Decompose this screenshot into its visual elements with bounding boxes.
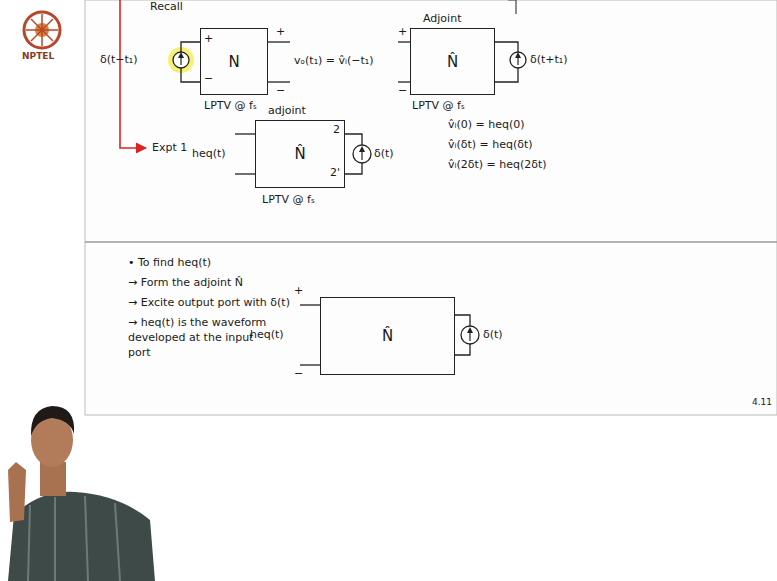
experiment-label: Expt 1: [152, 141, 187, 156]
port-polarity: +: [276, 25, 285, 40]
circuit-class: LPTV @ fₛ: [412, 99, 465, 114]
source-value: δ(t): [374, 147, 394, 162]
source-value: δ(t−t₁): [100, 53, 138, 68]
source-value: δ(t): [483, 328, 503, 343]
port-number: 2: [333, 123, 340, 138]
recall-note: Recall: [150, 0, 183, 15]
bullet-note: • To find heq(t): [128, 256, 211, 271]
port-polarity: +: [294, 284, 303, 299]
network-box: AdjointN̂: [410, 28, 495, 95]
note-page: [85, 0, 777, 415]
equation: v̂ᵢ(0) = heq(0): [448, 118, 525, 133]
recall-arrow: [120, 0, 146, 148]
bullet-note: → heq(t) is the waveform developed at th…: [128, 316, 268, 361]
box-heading: adjoint: [268, 104, 306, 117]
logo-text: NPTEL: [22, 50, 54, 62]
circuit-class: LPTV @ fₛ: [262, 193, 315, 208]
network-name: N̂: [321, 298, 454, 374]
port-signal: heq(t): [192, 147, 226, 162]
network-box: N̂: [320, 297, 455, 375]
bracket: [508, 0, 516, 14]
equation: v̂ᵢ(2δt) = heq(2δt): [448, 158, 547, 173]
lecturer-photo: [8, 406, 155, 581]
box-heading: Adjoint: [423, 12, 461, 25]
port-signal: heq(t): [250, 328, 284, 343]
port-number: 2': [330, 166, 340, 181]
source-value: δ(t+t₁): [530, 53, 568, 68]
bullet-note: → Excite output port with δ(t): [128, 296, 290, 311]
port-polarity: +: [398, 25, 407, 40]
separator-line: [85, 241, 777, 242]
equation: v̂ᵢ(δt) = heq(δt): [448, 138, 533, 153]
nptel-logo: [24, 12, 60, 48]
port-polarity: −: [204, 72, 213, 87]
equation: vₒ(t₁) = v̂ᵢ(−t₁): [294, 54, 374, 69]
page-number: 4.11: [752, 396, 772, 408]
network-name: N̂: [411, 29, 494, 94]
port-polarity: −: [398, 84, 407, 99]
port-polarity: −: [276, 84, 285, 99]
circuit-class: LPTV @ fₛ: [204, 99, 257, 114]
bullet-note: → Form the adjoint N̂: [128, 276, 243, 291]
port-polarity: +: [204, 32, 213, 47]
port-polarity: −: [294, 367, 303, 382]
